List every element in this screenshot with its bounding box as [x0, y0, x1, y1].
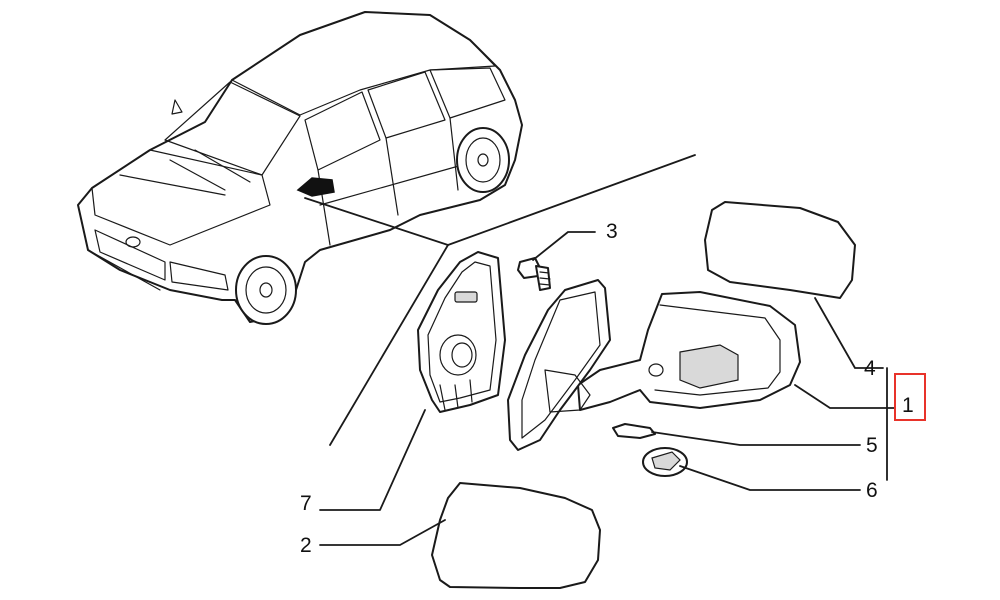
- callout-4: 4: [864, 357, 876, 380]
- plug-part: [642, 447, 688, 477]
- mirror-base-part: [507, 279, 611, 451]
- mirror-glass-part: [704, 201, 856, 299]
- screw-part: [517, 257, 551, 291]
- callout-labels: 3 4 1 5 6 7 2: [300, 220, 914, 557]
- callout-5: 5: [866, 434, 878, 457]
- mirror-housing-part: [577, 291, 801, 411]
- car-illustration: [77, 11, 523, 325]
- callout-7: 7: [300, 492, 312, 515]
- inner-cover-part: [417, 251, 506, 413]
- leader-lines: [319, 231, 896, 546]
- callout-2: 2: [300, 534, 312, 557]
- gasket-part: [612, 423, 656, 439]
- callout-1: 1: [902, 394, 914, 417]
- car-mirror-pointer: [304, 154, 696, 446]
- callout-1-highlight: [894, 373, 926, 421]
- outer-cover-part: [431, 482, 601, 589]
- callout-6: 6: [866, 479, 878, 502]
- callout-3: 3: [606, 220, 618, 243]
